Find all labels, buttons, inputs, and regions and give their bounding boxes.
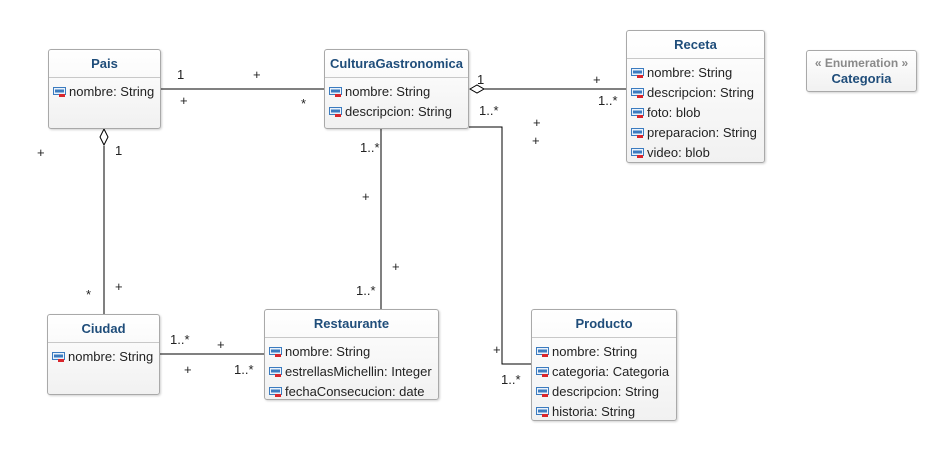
attribute-row[interactable]: categoria: Categoria [532,362,676,382]
attribute-row[interactable]: foto: blob [627,103,764,123]
label-pais-cultura-plus-top: + [253,67,261,82]
field-icon [53,83,66,97]
attribute-row[interactable]: estrellasMichellin: Integer [265,362,438,382]
label-ciudad-rest-plus-top: + [217,337,225,352]
field-icon [631,124,644,138]
attribute-text: nombre: String [69,84,155,99]
label-cultura-receta-mult: 1..* [598,93,618,108]
attribute-list: nombre: String estrellasMichellin: Intege… [265,338,438,402]
label-pais-cultura-plus-bottom: + [180,93,188,108]
field-icon [536,343,549,357]
label-cultura-receta-plus: + [593,72,601,87]
attribute-text: descripcion: String [552,384,659,399]
label-ciudad-rest-mult-right: 1..* [234,362,254,377]
attribute-text: nombre: String [68,349,154,364]
attribute-text: descripcion: String [647,85,754,100]
field-icon [536,383,549,397]
enumeration-name: Categoria [831,71,892,86]
field-icon [269,383,282,397]
label-cultura-producto-mult: 1..* [479,103,499,118]
field-icon [329,83,342,97]
class-title: Pais [49,50,160,78]
attribute-list: nombre: String descripcion: String [325,78,468,122]
attribute-row[interactable]: descripcion: String [627,83,764,103]
attribute-text: nombre: String [285,344,371,359]
label-pais-cultura-1: 1 [177,67,185,82]
enumeration-stereotype: « Enumeration » [814,56,909,70]
class-ciudad[interactable]: Ciudad nombre: String [47,314,160,395]
field-icon [536,363,549,377]
aggregation-diamond-cultura [468,84,486,94]
class-cultura-gastronomica[interactable]: CulturaGastronomica nombre: String descri… [324,49,469,129]
label-cultura-restaurante-mult-bottom: 1..* [356,283,376,298]
attribute-row[interactable]: preparacion: String [627,123,764,143]
field-icon [52,348,65,362]
attribute-row[interactable]: nombre: String [627,63,764,83]
label-pais-ciudad-1: 1 [115,143,123,158]
attribute-row[interactable]: historia: String [532,402,676,422]
label-cultura-plus-a: + [533,115,541,130]
attribute-text: fechaConsecucion: date [285,384,425,399]
class-receta[interactable]: Receta nombre: String descripcion: String… [626,30,765,163]
attribute-row[interactable]: nombre: String [49,82,160,102]
class-title: Ciudad [48,315,159,343]
aggregation-diamond-pais [99,127,109,147]
field-icon [631,144,644,158]
attribute-row[interactable]: descripcion: String [325,102,468,122]
label-cultura-plus-b: + [532,133,540,148]
field-icon [631,64,644,78]
label-cultura-restaurante-plus-left: + [362,189,370,204]
field-icon [536,403,549,417]
attribute-text: nombre: String [552,344,638,359]
field-icon [269,343,282,357]
attribute-list: nombre: String [49,78,160,102]
attribute-text: descripcion: String [345,104,452,119]
attribute-row[interactable]: nombre: String [48,347,159,367]
class-restaurante[interactable]: Restaurante nombre: String estrellasMiche… [264,309,439,400]
class-title: Producto [532,310,676,338]
label-producto-mult: 1..* [501,372,521,387]
field-icon [631,84,644,98]
attribute-row[interactable]: nombre: String [532,342,676,362]
label-pais-cultura-star: * [301,96,307,111]
attribute-row[interactable]: descripcion: String [532,382,676,402]
field-icon [269,363,282,377]
attribute-text: video: blob [647,145,710,160]
assoc-cultura-producto [469,126,532,365]
class-producto[interactable]: Producto nombre: String categoria: Catego… [531,309,677,421]
label-pais-plus-left: + [37,145,45,160]
attribute-row[interactable]: fechaConsecucion: date [265,382,438,402]
attribute-text: nombre: String [647,65,733,80]
attribute-text: foto: blob [647,105,701,120]
class-title: Restaurante [265,310,438,338]
attribute-list: nombre: String categoria: Categoria descri… [532,338,676,422]
attribute-text: nombre: String [345,84,431,99]
label-pais-ciudad-star: * [86,287,92,302]
label-ciudad-rest-mult-left: 1..* [170,332,190,347]
field-icon [329,103,342,117]
label-producto-plus: + [493,342,501,357]
label-ciudad-rest-plus-bottom: + [184,362,192,377]
attribute-row[interactable]: nombre: String [265,342,438,362]
class-pais[interactable]: Pais nombre: String [48,49,161,129]
label-cultura-restaurante-plus-right: + [392,259,400,274]
attribute-list: nombre: String [48,343,159,367]
label-cultura-receta-1: 1 [477,72,485,87]
attribute-row[interactable]: nombre: String [325,82,468,102]
enumeration-categoria[interactable]: « Enumeration » Categoria [806,50,917,92]
label-pais-ciudad-plus: + [115,279,123,294]
class-title: Receta [627,31,764,59]
attribute-row[interactable]: video: blob [627,143,764,163]
attribute-text: estrellasMichellin: Integer [285,364,432,379]
attribute-text: preparacion: String [647,125,757,140]
label-cultura-restaurante-mult-top: 1..* [360,140,380,155]
attribute-list: nombre: String descripcion: String foto: b… [627,59,764,163]
attribute-text: historia: String [552,404,636,419]
class-title: CulturaGastronomica [325,50,468,78]
field-icon [631,104,644,118]
attribute-text: categoria: Categoria [552,364,670,379]
